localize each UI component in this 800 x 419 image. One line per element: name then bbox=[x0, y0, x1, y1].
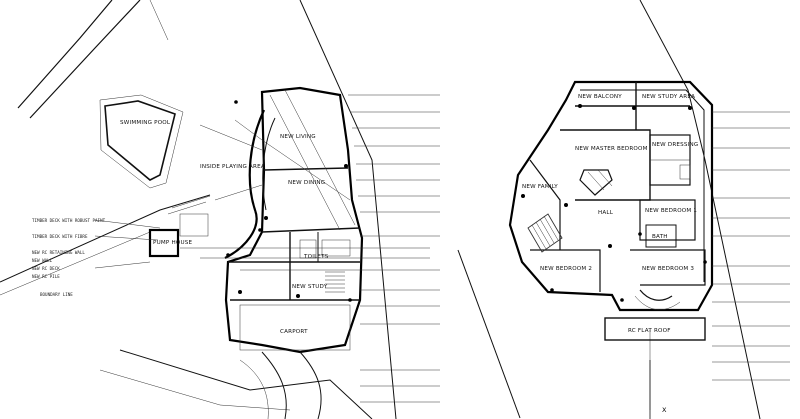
pump-house bbox=[148, 228, 180, 258]
room-label-play: INSIDE PLAYING AREA bbox=[200, 164, 265, 170]
site-boundary bbox=[0, 0, 761, 419]
svg-text:NEW RC PILE: NEW RC PILE bbox=[32, 274, 60, 279]
ground-floor-notes: TIMBER DECK WITH ROBUST PAINT TIMBER DEC… bbox=[32, 218, 161, 297]
room-label-master-bedroom: NEW MASTER BEDROOM bbox=[575, 146, 648, 152]
room-label-bedroom-3: NEW BEDROOM 3 bbox=[642, 266, 694, 272]
upper-floor-outline bbox=[508, 80, 714, 312]
rc-flat-roof bbox=[604, 317, 706, 341]
ground-floor-outline bbox=[224, 86, 364, 354]
swimming-pool bbox=[104, 100, 176, 181]
room-label-bath: BATH bbox=[652, 234, 668, 240]
room-label-bedroom-1: NEW BEDROOM 1 bbox=[645, 208, 697, 214]
room-label-family: NEW FAMILY bbox=[522, 184, 558, 190]
room-label-toilets: TOILETS bbox=[303, 254, 329, 260]
svg-text:TIMBER DECK WITH ROBUST PAINT: TIMBER DECK WITH ROBUST PAINT bbox=[32, 218, 106, 223]
room-label-study-area: NEW STUDY AREA bbox=[642, 94, 695, 100]
svg-text:BOUNDARY LINE: BOUNDARY LINE bbox=[40, 292, 73, 297]
carport-outline bbox=[239, 304, 351, 351]
upper-floor-leaders bbox=[712, 111, 790, 381]
upper-floor-plan: NEW BALCONY NEW STUDY AREA NEW DRESSING … bbox=[508, 80, 790, 381]
svg-text:NEW RC RETAINING WALL: NEW RC RETAINING WALL bbox=[32, 250, 85, 255]
room-label-pump: PUMP HOUSE bbox=[153, 240, 192, 246]
svg-text:TIMBER DECK WITH FIBRE: TIMBER DECK WITH FIBRE bbox=[32, 234, 88, 239]
upper-stair bbox=[527, 213, 563, 253]
room-label-dining: NEW DINING bbox=[288, 180, 325, 186]
ground-floor-leaders bbox=[348, 94, 440, 403]
room-label-study: NEW STUDY bbox=[292, 284, 328, 290]
ground-floor-plan: SWIMMING POOL NEW LIVING INSIDE PLAYING … bbox=[32, 86, 440, 419]
rc-flat-roof-label: RC FLAT ROOF bbox=[628, 328, 671, 334]
svg-text:NEW WALL: NEW WALL bbox=[32, 258, 53, 263]
section-marker: X bbox=[662, 406, 667, 414]
room-label-hall: HALL bbox=[598, 210, 614, 216]
room-label-dressing: NEW DRESSING bbox=[652, 142, 698, 148]
svg-text:NEW RC DECK: NEW RC DECK bbox=[32, 266, 60, 271]
room-label-balcony: NEW BALCONY bbox=[578, 94, 622, 100]
room-label-bedroom-2: NEW BEDROOM 2 bbox=[540, 266, 592, 272]
room-label-carport: CARPORT bbox=[280, 329, 308, 335]
room-label-living: NEW LIVING bbox=[280, 134, 316, 140]
room-label-pool: SWIMMING POOL bbox=[120, 120, 171, 126]
